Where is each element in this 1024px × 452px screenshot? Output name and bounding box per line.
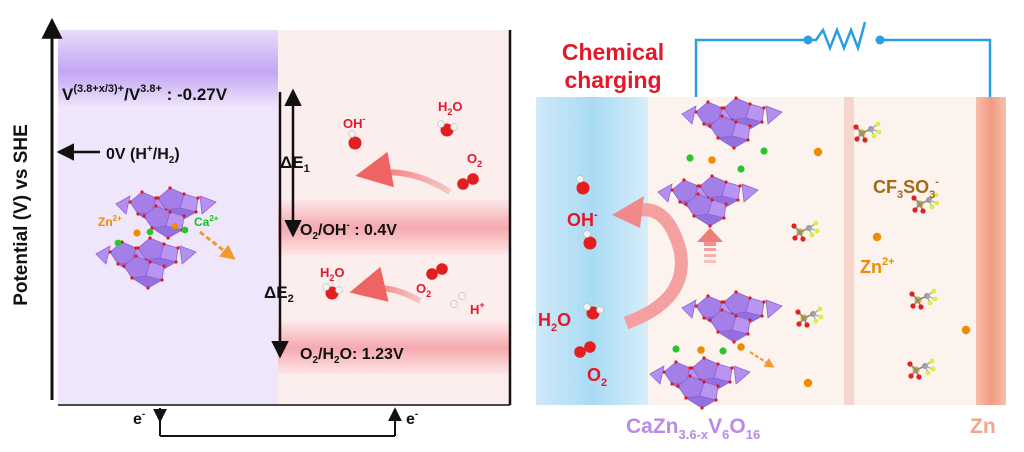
electron-label-left: e-: [133, 409, 145, 428]
o2-h2o-band: [278, 322, 510, 374]
external-wire-left: [694, 38, 808, 97]
resistor-symbol: [808, 21, 867, 53]
h2o-label-right: H2O: [538, 310, 571, 334]
extraction-up-arrow: [697, 228, 723, 242]
right-cell-schematic: Chemical charging OH- H2O O2: [536, 21, 1006, 442]
reaction-arrow-top: [355, 151, 452, 195]
o2-oh-band: [278, 200, 510, 255]
o2-h2o-level-label: O2/H2O: 1.23V: [300, 346, 404, 366]
external-wire-right: [880, 38, 992, 97]
h-plus-label: H+: [470, 300, 485, 317]
cathode-structure-left: [96, 186, 236, 289]
separator: [844, 97, 854, 405]
triflate-label: CF3SO3-: [873, 176, 939, 201]
delta-e2-label: ΔE2: [264, 283, 294, 305]
zn-migration-arrow-right: [749, 351, 775, 368]
title-line1: Chemical: [562, 39, 664, 65]
chemical-reaction-arrow: [623, 203, 688, 330]
ca-ion-label: Ca2+: [194, 214, 219, 229]
h2o-label-mid: H2O: [320, 265, 345, 283]
vanadium-couple-band: [58, 30, 278, 106]
chemical-reaction-arrowhead: [612, 196, 644, 228]
o2-oh-level-label: O2/OH- : 0.4V: [300, 220, 397, 242]
electron-label-right: e-: [406, 409, 418, 428]
reaction-arrow-mid: [349, 266, 422, 304]
cathode-formula-label: CaZn3.6-xV6O16: [626, 415, 760, 442]
h2o-label-top: H2O: [438, 99, 463, 117]
oh-label-right: OH-: [567, 209, 598, 230]
zn-ion-label-left: Zn2+: [98, 214, 122, 229]
o2-label-mid: O2: [416, 281, 431, 299]
o2-label-right: O2: [587, 365, 607, 389]
v-couple-label: V(3.8+x/3)+/V3.8+ : -0.27V: [62, 83, 228, 104]
o2-label-top: O2: [467, 151, 482, 169]
left-energy-diagram: Potential (V) vs SHE V(3.8+x/3)+/V3.8+ :…: [11, 17, 512, 437]
oh-label-top: OH-: [343, 114, 366, 131]
zn-migration-arrow: [199, 230, 236, 260]
electrolyte-region: [854, 97, 976, 405]
zn-anode: [976, 97, 1006, 405]
zero-volt-label: 0V (H+/H2): [106, 144, 180, 166]
delta-e1-label: ΔE1: [280, 153, 310, 175]
title-line2: charging: [564, 67, 661, 93]
electrolyte-blue-region: [536, 97, 648, 405]
zn-anode-label: Zn: [970, 415, 996, 438]
zn-ion-label-right: Zn2+: [860, 256, 895, 277]
y-axis-label: Potential (V) vs SHE: [11, 124, 32, 306]
